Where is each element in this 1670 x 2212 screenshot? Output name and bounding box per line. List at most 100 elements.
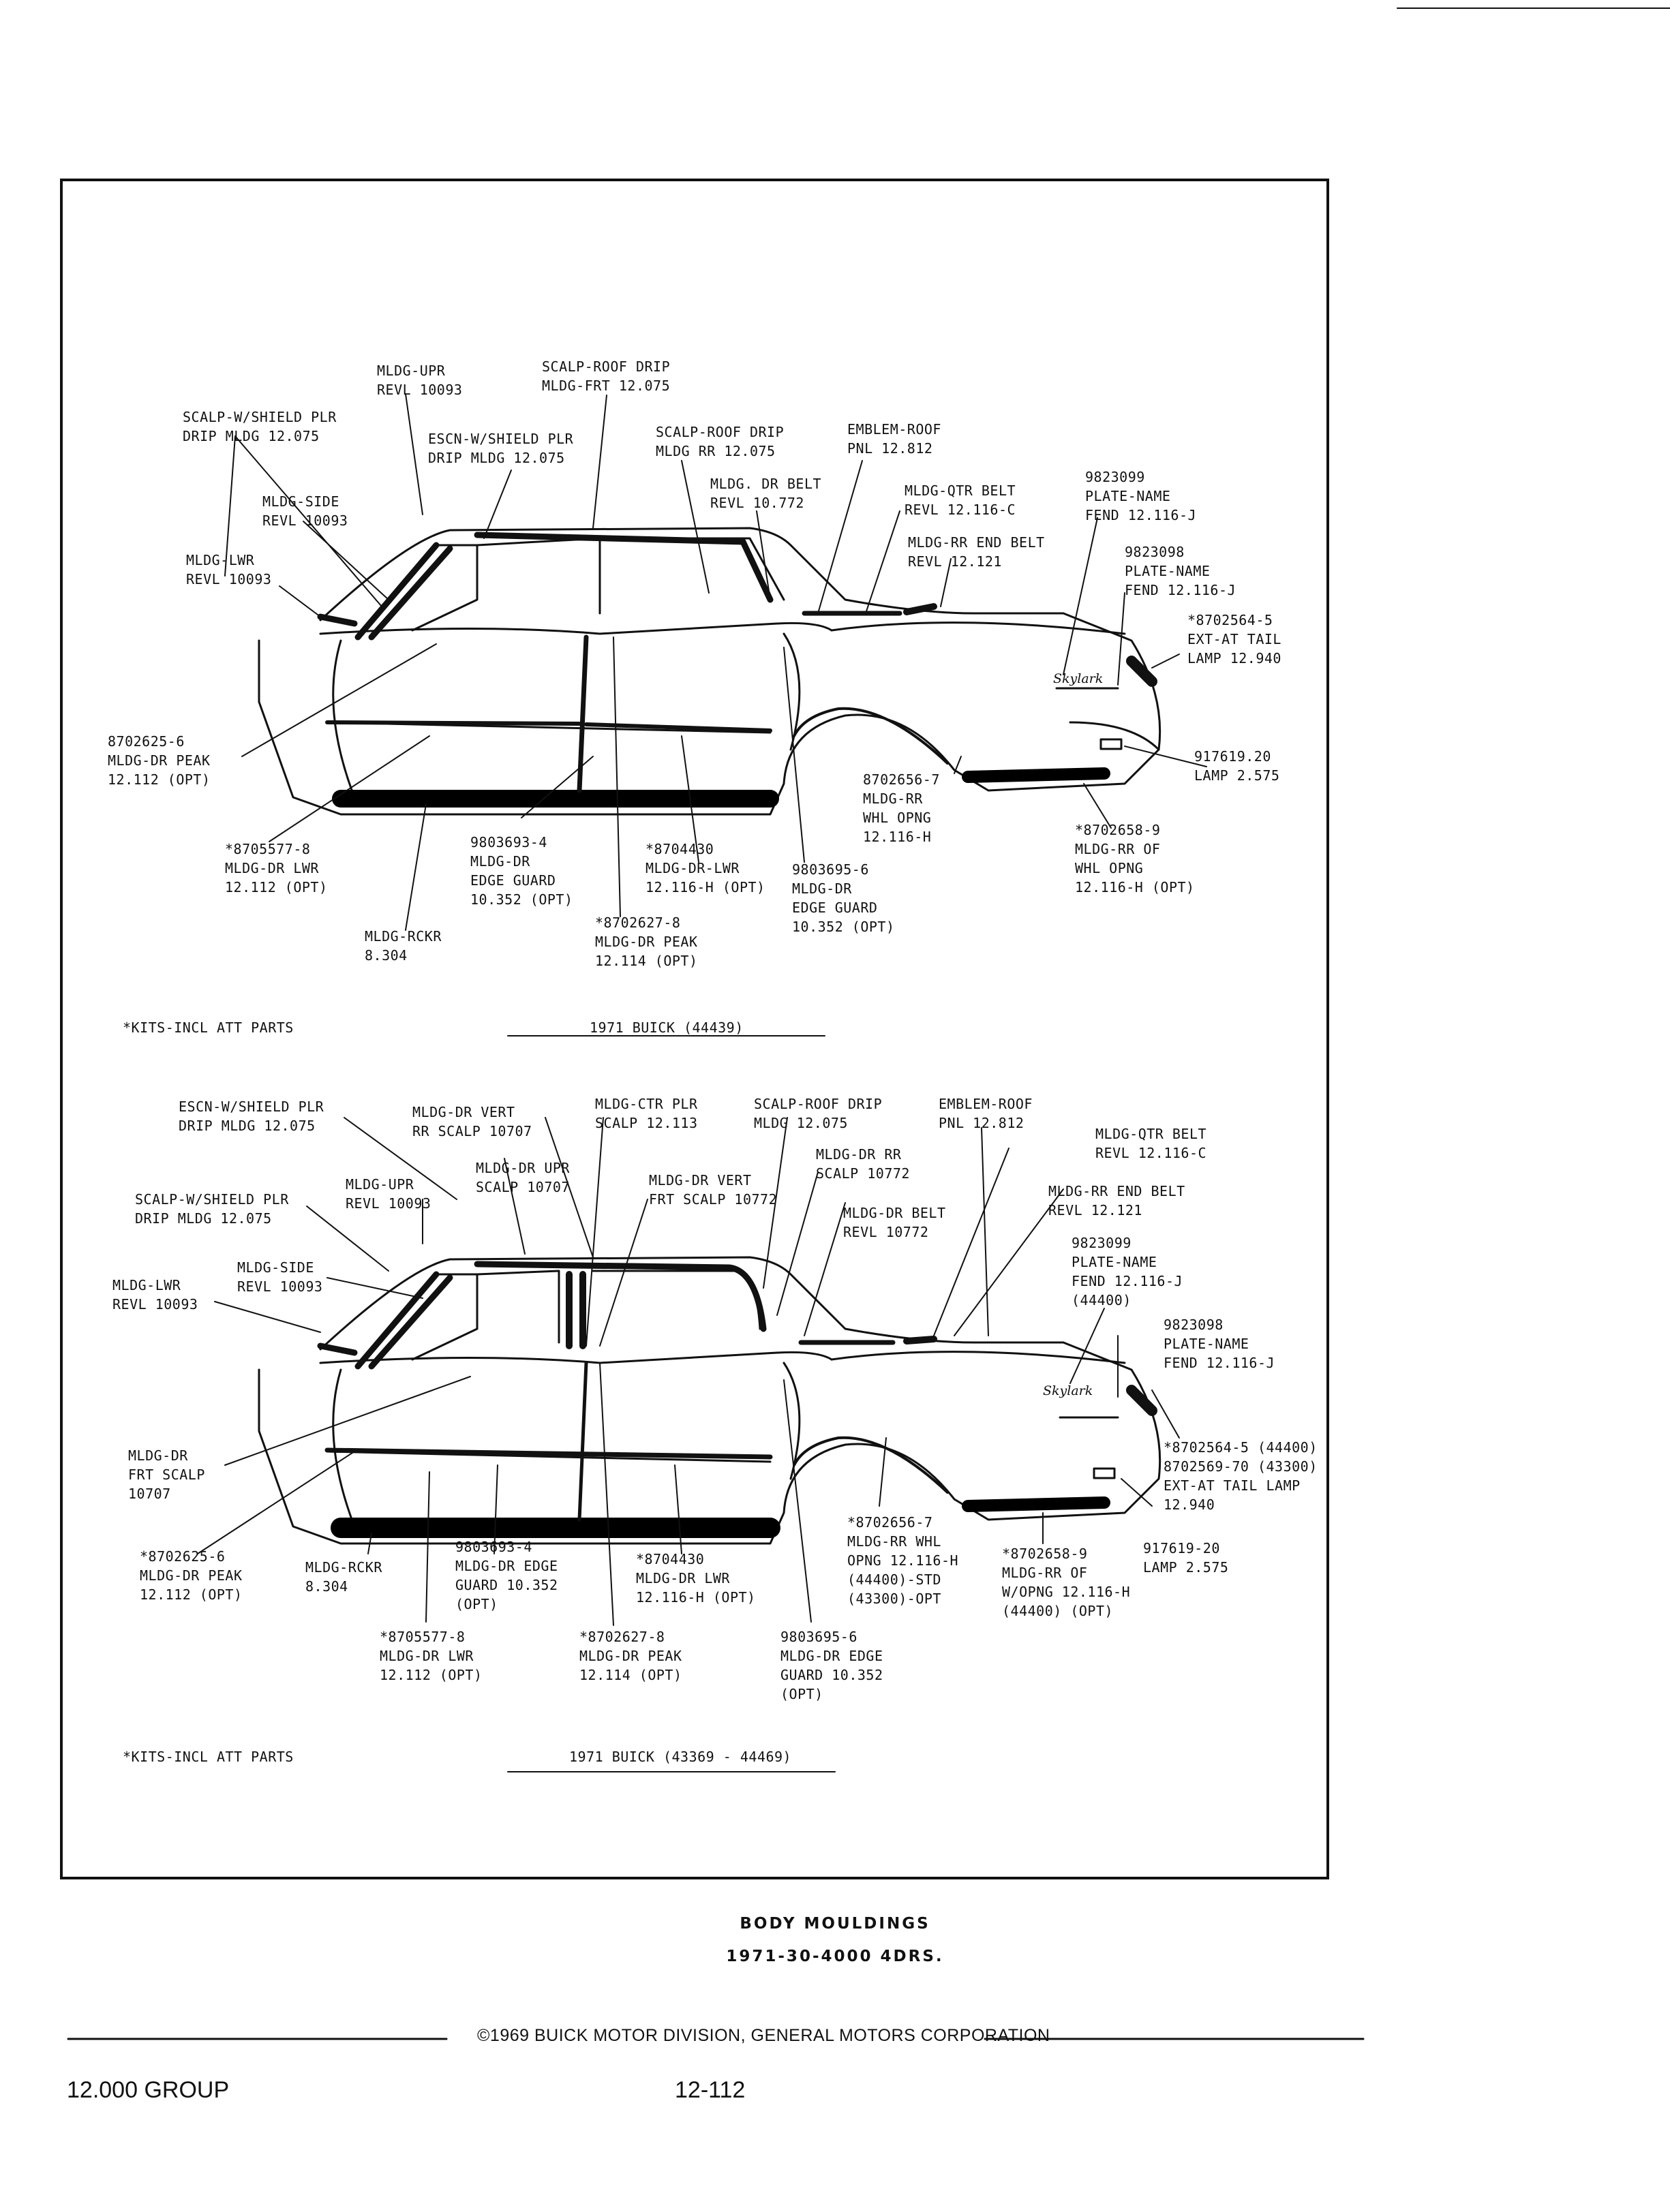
label-line: MLDG-DR [470, 853, 530, 870]
label-line: FRT SCALP 10772 [649, 1191, 778, 1208]
label-line: MLDG-UPR [346, 1176, 414, 1193]
label-line: MLDG-DR VERT [649, 1172, 752, 1188]
label-line: LAMP 2.575 [1194, 767, 1280, 784]
label-line: RR SCALP 10707 [412, 1123, 532, 1139]
label-line: 12.116-H (OPT) [636, 1589, 756, 1606]
label-line: MLDG-DR LWR [380, 1648, 474, 1664]
top-caption: 1971 BUICK (44439) [590, 1019, 744, 1036]
label-line: REVL 10772 [843, 1224, 929, 1240]
label-line: MLDG-RCKR [365, 928, 442, 944]
label-line: MLDG-DR UPR [476, 1160, 570, 1176]
label-line: MLDG-SIDE [237, 1259, 314, 1276]
label-line: REVL 12.121 [908, 553, 1002, 570]
label-line: 9823098 [1164, 1317, 1224, 1333]
label-line: MLDG-DR PEAK [108, 752, 211, 769]
label-line: REVL 12.116-C [1095, 1145, 1207, 1161]
top-kits-note: *KITS-INCL ATT PARTS [123, 1019, 294, 1036]
label-line: EXT-AT TAIL [1187, 631, 1281, 647]
label-line: EMBLEM-ROOF [847, 421, 941, 437]
label-line: 8702625-6 [108, 733, 185, 750]
label-line: REVL 12.116-C [905, 502, 1016, 518]
label-line: DRIP MLDG 12.075 [183, 428, 320, 444]
label-line: *8702658-9 [1002, 1546, 1088, 1562]
label-line: 917619-20 [1143, 1540, 1220, 1556]
label-line: WHL OPNG [863, 810, 932, 826]
label-line: DRIP MLDG 12.075 [135, 1210, 272, 1227]
label-line: MLDG-DR [792, 880, 852, 897]
label-line: *8704430 [646, 841, 714, 857]
label-line: MLDG-FRT 12.075 [542, 378, 671, 394]
label-line: FRT SCALP [128, 1466, 205, 1483]
label-line: FEND 12.116-J [1125, 582, 1236, 598]
label-line: *8702627-8 [595, 915, 681, 931]
label-line: REVL 10093 [186, 571, 272, 587]
label-line: MLDG. DR BELT [710, 476, 822, 492]
label-line: MLDG 12.075 [754, 1115, 848, 1131]
label-line: *8702627-8 [579, 1629, 665, 1645]
label-line: DRIP MLDG 12.075 [428, 450, 565, 466]
label-line: 10.352 (OPT) [792, 919, 895, 935]
label-line: MLDG-DR [128, 1447, 188, 1464]
label-line: REVL 10093 [237, 1278, 323, 1295]
label-line: PLATE-NAME [1125, 563, 1211, 579]
label-line: MLDG-UPR [377, 363, 446, 379]
label-line: MLDG-DR RR [816, 1146, 902, 1163]
label-line: FEND 12.116-J [1164, 1355, 1275, 1371]
top-label-scalp-wshield-plr: SCALP-W/SHIELD PLR DRIP MLDG 12.075 [183, 408, 337, 446]
diagram-frame [60, 179, 1329, 1879]
label-line: SCALP-W/SHIELD PLR [183, 409, 337, 425]
label-line: MLDG-DR-LWR [646, 860, 740, 876]
top-car-body [258, 527, 1162, 816]
label-line: MLDG-CTR PLR [595, 1096, 698, 1112]
label-line: *8702564-5 [1187, 612, 1273, 628]
group-label: 12.000 GROUP [67, 2077, 230, 2103]
label-line: GUARD 10.352 [780, 1667, 883, 1683]
label-line: SCALP-W/SHIELD PLR [135, 1191, 289, 1208]
label-line: SCALP 12.113 [595, 1115, 698, 1131]
bottom-caption: 1971 BUICK (43369 - 44469) [569, 1749, 792, 1765]
label-line: *8705577-8 [225, 841, 311, 857]
page-number: 12-112 [675, 2077, 746, 2103]
page-subtitle: 1971-30-4000 4DRS. [726, 1948, 944, 1965]
label-line: ESCN-W/SHIELD PLR [179, 1099, 324, 1115]
label-line: 9803693-4 [455, 1539, 532, 1555]
label-line: 9823099 [1085, 469, 1145, 485]
label-line: 12.112 (OPT) [108, 771, 211, 788]
bottom-label-mldg-dr-vert-frt: MLDG-DR VERT FRT SCALP 10772 [649, 1171, 777, 1209]
bottom-label-mldg-side: MLDG-SIDE REVL 10093 [237, 1258, 322, 1296]
label-line: MLDG-DR LWR [636, 1570, 730, 1586]
label-line: MLDG-RR [863, 790, 923, 807]
label-line: *8702658-9 [1075, 822, 1161, 838]
label-line: PLATE-NAME [1164, 1336, 1249, 1352]
bottom-label-ext-at-tail-lamp: *8702564-5 (44400)8702569-70 (43300)EXT-… [1164, 1438, 1318, 1514]
label-line: EXT-AT TAIL LAMP [1164, 1477, 1301, 1494]
